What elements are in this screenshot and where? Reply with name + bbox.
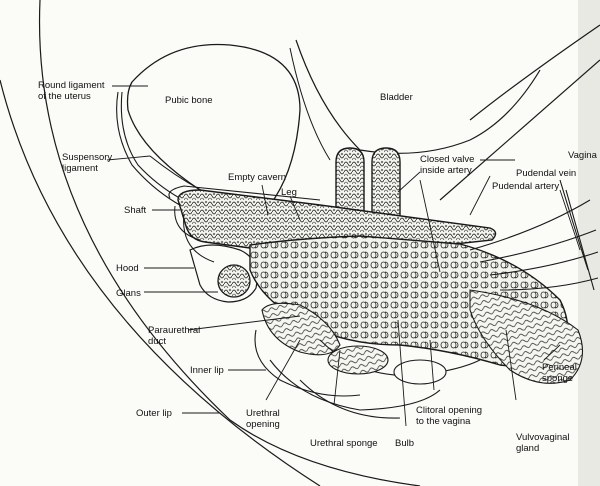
leader-lines (106, 85, 581, 427)
label-hood: Hood (116, 263, 139, 274)
label-vagina: Vagina (568, 150, 597, 161)
label-perineal-sponge: Perineal sponge (542, 362, 577, 384)
label-bladder: Bladder (380, 92, 413, 103)
label-urethral-sponge: Urethral sponge (310, 438, 378, 449)
label-glans: Glans (116, 288, 141, 299)
label-outer-lip: Outer lip (136, 408, 172, 419)
label-clitoral-opening: Clitoral opening to the vagina (416, 405, 483, 427)
label-pudendal-artery: Pudendal artery (492, 181, 560, 192)
label-urethral-opening: Urethral opening (246, 408, 280, 430)
label-leg: Leg (281, 187, 297, 198)
page-edge (578, 0, 600, 486)
label-closed-valve: Closed valve inside artery (420, 154, 475, 176)
glans-and-hood (183, 213, 258, 303)
label-pubic-bone: Pubic bone (165, 95, 213, 106)
label-empty-cavern: Empty cavern (228, 172, 287, 183)
label-round-ligament: Round ligament of the uterus (38, 80, 105, 102)
label-vulvovaginal-gland: Vulvovaginal gland (516, 432, 570, 454)
perineal-sponge (469, 289, 584, 384)
label-bulb: Bulb (395, 438, 415, 449)
label-pudendal-vein: Pudendal vein (516, 168, 577, 179)
vessels (469, 179, 599, 291)
label-paraurethral-duct: Paraurethral duct (148, 325, 201, 347)
label-suspensory-ligament: Suspensory ligament (62, 152, 113, 174)
label-inner-lip: Inner lip (190, 365, 224, 376)
inner-lip-structures (254, 302, 481, 419)
bladder (295, 39, 541, 154)
pubic-bone (126, 43, 301, 207)
label-shaft: Shaft (124, 205, 147, 216)
